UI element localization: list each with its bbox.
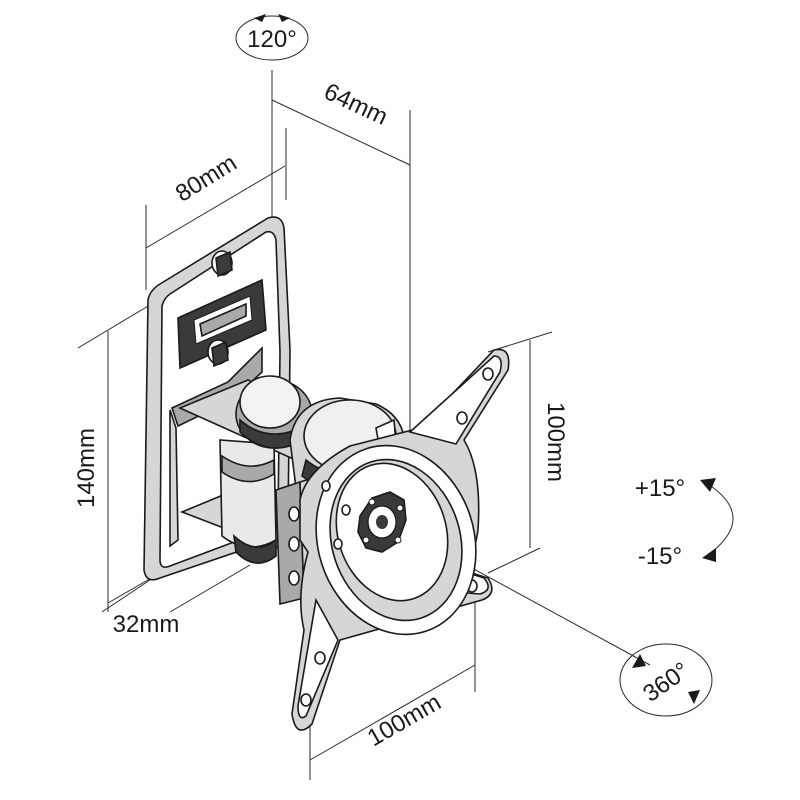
swivel-indicator [235,14,309,61]
plate-height-label: 140mm [73,428,100,508]
vesa-horizontal-label: 100mm [363,689,446,752]
arm-offset-label: 32mm [113,611,180,638]
vesa-hole-icon [456,411,468,425]
depth-label: 64mm [320,78,392,131]
tilt-up-label: +15° [635,475,685,502]
arrow-right-icon [278,14,290,22]
rotation-hub [357,491,407,553]
vesa-vertical-label: 100mm [542,402,569,482]
vesa-plate [291,348,510,731]
arrow-left-icon [632,654,646,668]
arrow-left-icon [254,14,266,22]
arrow-up-icon [700,478,716,492]
vesa-hole-icon [482,367,494,381]
rotation-label: 360° [638,657,694,708]
plate-width-label: 80mm [171,149,242,207]
tilt-indicator [700,478,734,562]
tilt-down-label: -15° [638,543,682,570]
arrow-right-icon [688,690,700,704]
arrow-down-icon [702,548,716,562]
swivel-angle-label: 120° [247,26,297,53]
vesa-hole-icon [314,651,326,665]
rotation-indicator [619,643,713,717]
vesa-hole-icon [300,693,312,707]
